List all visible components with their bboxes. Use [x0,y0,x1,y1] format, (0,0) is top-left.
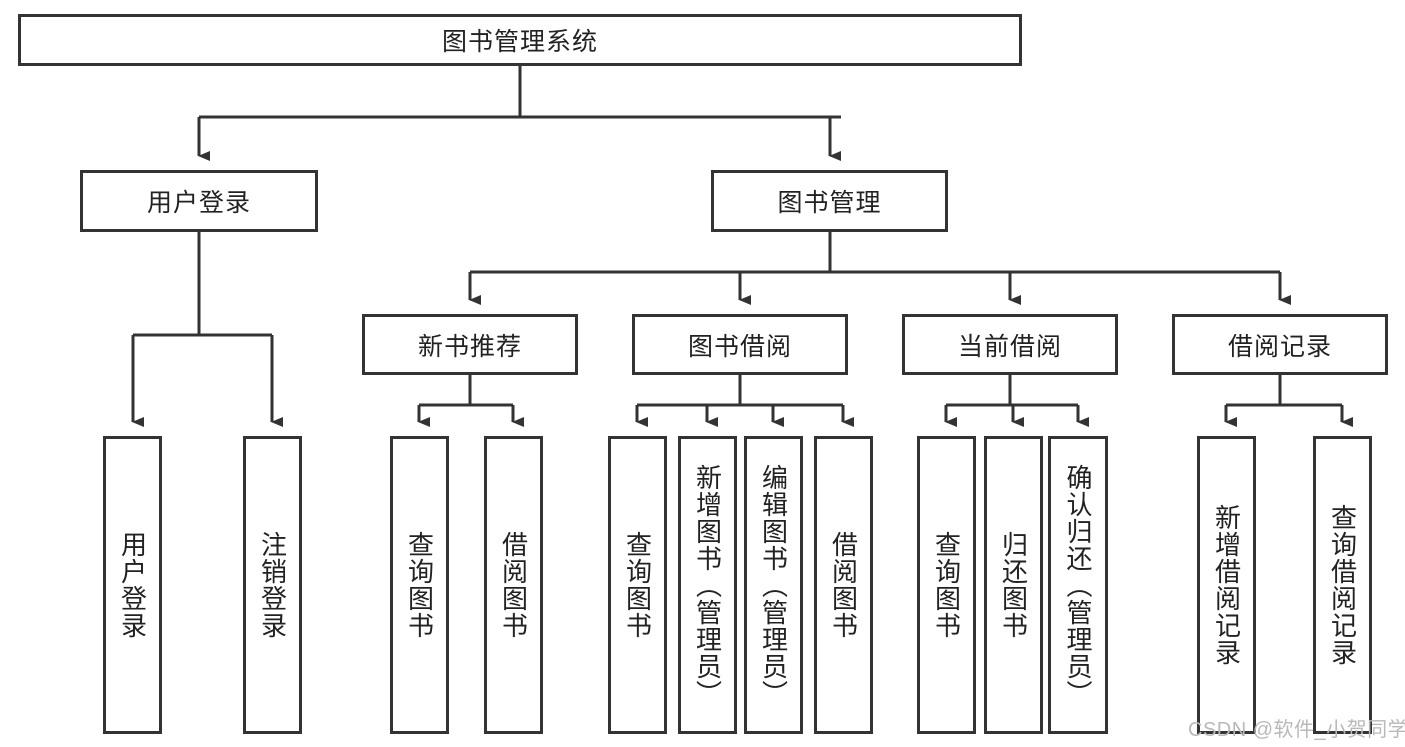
leaf-return-book[interactable]: 归还图书 [984,436,1043,734]
node-borrow-records[interactable]: 借阅记录 [1172,314,1388,375]
node-book-borrow[interactable]: 图书借阅 [632,314,848,375]
leaf-logout-label: 注销登录 [257,531,288,639]
leaf-query-book[interactable]: 查询图书 [608,436,667,734]
leaf-borrow-book-label: 借阅图书 [828,531,859,639]
leaf-edit-book-admin-label: 编辑图书（管理员） [758,463,789,707]
leaf-add-borrow-record-label: 新增借阅记录 [1211,504,1242,666]
node-book-borrow-label: 图书借阅 [687,332,792,361]
node-book-management-label: 图书管理 [777,189,882,217]
node-root-label: 图书管理系统 [441,28,598,56]
leaf-return-book-label: 归还图书 [998,531,1029,639]
node-borrow-records-label: 借阅记录 [1227,332,1332,361]
leaf-confirm-return-admin[interactable]: 确认归还（管理员） [1048,436,1108,734]
leaf-query-book-label: 查询图书 [622,531,653,639]
node-user-login[interactable]: 用户登录 [80,170,318,232]
leaf-add-book-admin[interactable]: 新增图书（管理员） [678,436,737,734]
leaf-query-book-recommend-label: 查询图书 [404,531,435,639]
node-new-book-recommend-label: 新书推荐 [417,332,522,361]
leaf-borrow-book-recommend-label: 借阅图书 [498,531,529,639]
node-user-login-label: 用户登录 [146,189,251,217]
node-new-book-recommend[interactable]: 新书推荐 [362,314,578,375]
node-root[interactable]: 图书管理系统 [18,14,1022,66]
leaf-edit-book-admin[interactable]: 编辑图书（管理员） [744,436,803,734]
leaf-query-borrow-record[interactable]: 查询借阅记录 [1313,436,1372,734]
csdn-watermark: CSDN @软件_小贺同学 [1188,719,1405,741]
leaf-user-login[interactable]: 用户登录 [103,436,162,734]
leaf-query-book-recommend[interactable]: 查询图书 [390,436,449,734]
node-book-management[interactable]: 图书管理 [711,170,948,232]
leaf-query-borrow-record-label: 查询借阅记录 [1327,504,1358,666]
node-current-borrow-label: 当前借阅 [957,332,1062,361]
leaf-query-book-current[interactable]: 查询图书 [917,436,976,734]
leaf-add-borrow-record[interactable]: 新增借阅记录 [1197,436,1256,734]
leaf-query-book-current-label: 查询图书 [931,531,962,639]
leaf-user-login-label: 用户登录 [117,531,148,639]
leaf-borrow-book-recommend[interactable]: 借阅图书 [484,436,543,734]
leaf-borrow-book[interactable]: 借阅图书 [814,436,873,734]
node-current-borrow[interactable]: 当前借阅 [902,314,1118,375]
leaf-logout[interactable]: 注销登录 [243,436,302,734]
leaf-confirm-return-admin-label: 确认归还（管理员） [1063,463,1094,707]
leaf-add-book-admin-label: 新增图书（管理员） [692,463,723,707]
